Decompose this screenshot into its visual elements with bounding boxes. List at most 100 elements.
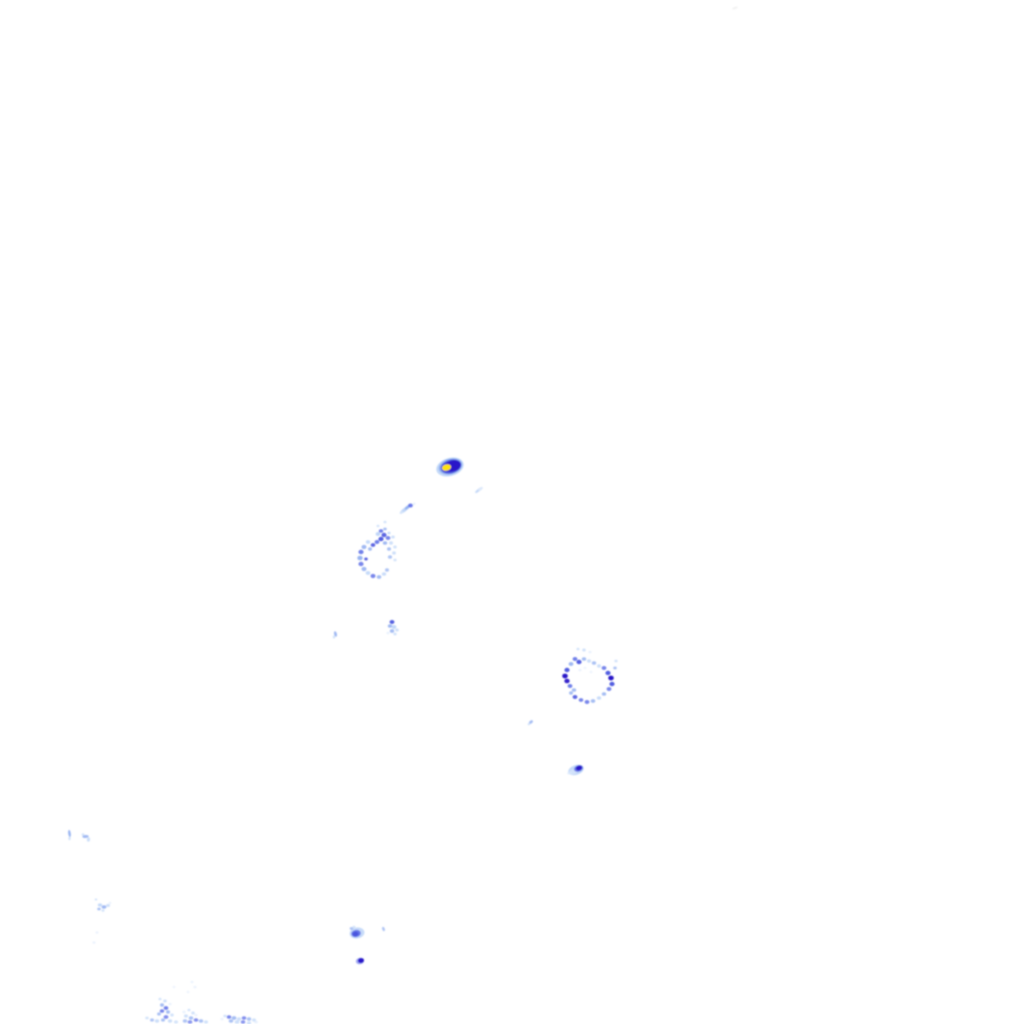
precip-dot bbox=[190, 980, 194, 984]
precip-dot bbox=[223, 1014, 227, 1018]
precip-dot bbox=[154, 1019, 160, 1023]
precip-dot bbox=[375, 532, 381, 536]
cell-ring-cluster-central bbox=[562, 647, 618, 704]
precip-dot bbox=[376, 575, 382, 579]
precip-dot bbox=[187, 1008, 191, 1012]
precip-dot bbox=[68, 829, 71, 838]
precip-dot bbox=[385, 536, 391, 540]
precip-dot bbox=[572, 695, 578, 699]
precip-dot bbox=[568, 662, 574, 666]
precip-dot bbox=[194, 1013, 198, 1017]
precip-dot bbox=[393, 545, 397, 549]
precip-dot bbox=[81, 833, 85, 836]
precip-dot bbox=[605, 670, 611, 676]
precip-dot bbox=[172, 985, 176, 989]
precip-dot bbox=[226, 1015, 232, 1019]
precip-dot bbox=[382, 926, 385, 932]
cell-small-cell-sw bbox=[349, 925, 385, 939]
precip-dot bbox=[365, 540, 371, 544]
precip-dot bbox=[254, 1020, 258, 1024]
precip-dot bbox=[582, 648, 586, 652]
precip-dot bbox=[386, 631, 390, 635]
precip-dot bbox=[389, 620, 395, 624]
precip-dot bbox=[97, 907, 101, 911]
precip-dot bbox=[161, 1018, 165, 1022]
precip-dot bbox=[182, 1019, 188, 1023]
precip-dot bbox=[381, 532, 387, 538]
precip-dot bbox=[231, 1016, 237, 1020]
precip-dot bbox=[597, 664, 601, 668]
precip-dot bbox=[387, 547, 391, 551]
precip-dot bbox=[184, 1014, 188, 1018]
precip-dot bbox=[576, 647, 580, 651]
precip-dot bbox=[246, 1021, 252, 1024]
precip-dot bbox=[393, 632, 397, 636]
precip-dot bbox=[564, 678, 570, 684]
precip-dot bbox=[94, 898, 98, 901]
precip-dot bbox=[601, 692, 607, 696]
precip-dot bbox=[583, 666, 587, 670]
precip-dot bbox=[587, 659, 591, 663]
precip-dot bbox=[352, 925, 356, 929]
precip-dot bbox=[68, 836, 71, 841]
precip-dot bbox=[393, 558, 397, 562]
cell-bottom-cluster-a bbox=[145, 980, 197, 1024]
precip-dot bbox=[358, 958, 364, 963]
precip-dot bbox=[376, 524, 380, 528]
precip-dot bbox=[374, 540, 380, 544]
precip-dot bbox=[408, 503, 413, 508]
precip-dot bbox=[188, 1016, 194, 1020]
precip-dot bbox=[378, 529, 384, 533]
precip-dot bbox=[370, 573, 376, 579]
precip-dot bbox=[163, 999, 167, 1003]
precip-dot bbox=[578, 698, 584, 702]
precip-dot bbox=[584, 700, 590, 704]
precip-dot bbox=[163, 1006, 169, 1010]
precip-dot bbox=[567, 771, 572, 775]
precip-dot bbox=[389, 541, 393, 545]
precip-dot bbox=[387, 624, 393, 628]
precip-dot bbox=[358, 561, 364, 567]
precip-dot bbox=[332, 635, 336, 639]
precip-dot bbox=[170, 1013, 174, 1017]
precip-dot bbox=[187, 1020, 193, 1024]
precip-dot bbox=[475, 489, 479, 494]
precip-dot bbox=[591, 661, 597, 665]
precip-dot bbox=[167, 1019, 173, 1023]
precip-dot bbox=[576, 659, 582, 665]
precipitation-cells bbox=[68, 6, 738, 1024]
precip-dot bbox=[569, 691, 573, 695]
cell-speckle-cluster-nw bbox=[357, 520, 397, 579]
cell-bottom-cluster-b bbox=[182, 1008, 208, 1024]
precip-dot bbox=[613, 666, 617, 670]
precip-dot bbox=[159, 1009, 165, 1013]
precip-dot bbox=[387, 555, 393, 559]
precip-dot bbox=[381, 572, 387, 576]
cell-speck-tiny-west bbox=[332, 631, 338, 639]
precip-dot bbox=[86, 837, 91, 842]
precip-dot bbox=[108, 901, 112, 905]
precip-dot bbox=[370, 543, 376, 547]
precip-dot bbox=[193, 1018, 199, 1022]
precip-dot bbox=[349, 927, 354, 930]
precip-dot bbox=[391, 535, 395, 539]
precip-dot bbox=[101, 905, 107, 909]
precip-dot bbox=[236, 1017, 242, 1021]
cell-small-cell-south bbox=[567, 764, 584, 776]
precip-dot bbox=[392, 551, 396, 555]
precip-dot bbox=[382, 541, 388, 545]
precip-dot bbox=[589, 670, 593, 674]
precip-dot bbox=[145, 1016, 149, 1020]
precip-dot bbox=[352, 931, 359, 937]
precip-dot bbox=[385, 568, 389, 572]
precip-dot bbox=[609, 681, 615, 687]
precip-dot bbox=[529, 720, 533, 724]
precip-dot bbox=[391, 625, 397, 629]
precip-dot bbox=[361, 544, 367, 550]
precip-dot bbox=[590, 699, 596, 703]
precip-dot bbox=[160, 1003, 164, 1007]
cell-convective-cell-core bbox=[436, 457, 464, 477]
precip-dot bbox=[166, 1010, 170, 1014]
